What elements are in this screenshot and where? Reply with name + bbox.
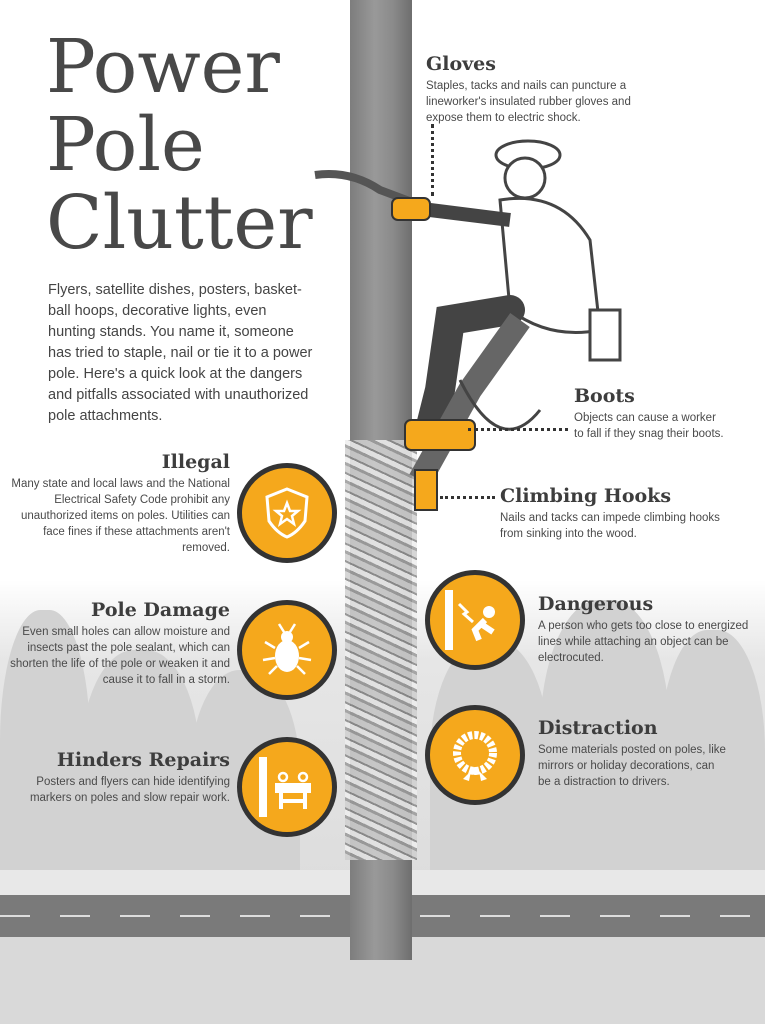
hooks-leader bbox=[440, 496, 495, 499]
wreath-icon bbox=[425, 705, 525, 805]
item-heading: Distraction bbox=[538, 717, 658, 739]
callout-gloves: Gloves Staples, tacks and nails can punc… bbox=[426, 52, 656, 126]
badge-star-icon bbox=[237, 463, 337, 563]
callout-heading: Climbing Hooks bbox=[500, 485, 672, 507]
title-line: Power bbox=[46, 24, 280, 110]
item-distraction: Distraction Some materials posted on pol… bbox=[538, 716, 728, 790]
item-text: Posters and flyers can hide identifying … bbox=[29, 776, 230, 804]
item-heading: Hinders Repairs bbox=[56, 749, 230, 771]
item-pole-damage: Pole Damage Even small holes can allow m… bbox=[10, 598, 230, 688]
item-heading: Illegal bbox=[161, 451, 230, 473]
lineworker-illustration bbox=[314, 139, 622, 511]
boots-leader bbox=[468, 428, 568, 431]
item-hinders-repairs: Hinders Repairs Posters and flyers can h… bbox=[10, 748, 230, 806]
item-text: Some materials posted on poles, like mir… bbox=[538, 744, 726, 788]
page-title: Power Pole Clutter bbox=[46, 28, 313, 262]
callout-boots: Boots Objects can cause a worker to fall… bbox=[574, 384, 724, 442]
item-illegal: Illegal Many state and local laws and th… bbox=[10, 450, 230, 556]
item-dangerous: Dangerous A person who gets too close to… bbox=[538, 592, 753, 666]
pole-clutter bbox=[345, 440, 417, 860]
item-heading: Pole Damage bbox=[91, 599, 230, 621]
electrocution-icon bbox=[425, 570, 525, 670]
item-text: Even small holes can allow moisture and … bbox=[10, 626, 230, 686]
gloves-leader bbox=[431, 124, 434, 196]
item-heading: Dangerous bbox=[538, 593, 654, 615]
callout-text: Staples, tacks and nails can puncture a … bbox=[426, 80, 631, 124]
item-text: A person who gets too close to energized… bbox=[538, 620, 749, 664]
callout-heading: Boots bbox=[574, 385, 635, 407]
intro-text: Flyers, satellite dishes, posters, baske… bbox=[48, 282, 313, 424]
barricade-icon bbox=[237, 737, 337, 837]
item-text: Many state and local laws and the Nation… bbox=[11, 478, 230, 554]
title-line: Pole bbox=[46, 102, 205, 188]
bug-icon bbox=[237, 600, 337, 700]
callout-text: Objects can cause a worker to fall if th… bbox=[574, 412, 724, 440]
title-line: Clutter bbox=[46, 180, 313, 266]
callout-climbing-hooks: Climbing Hooks Nails and tacks can imped… bbox=[500, 484, 730, 542]
callout-heading: Gloves bbox=[426, 53, 496, 75]
callout-text: Nails and tacks can impede climbing hook… bbox=[500, 512, 720, 540]
